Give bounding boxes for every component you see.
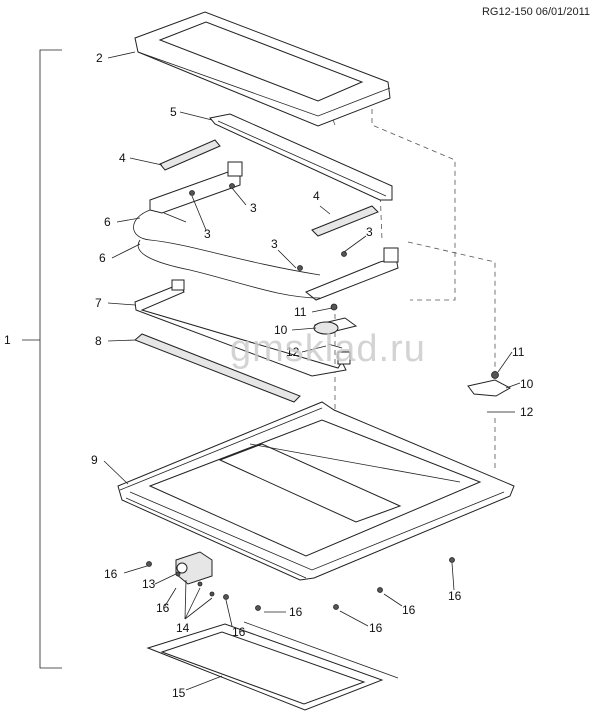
callout-3: 3: [366, 225, 373, 239]
callout-3: 3: [250, 201, 257, 215]
seal-cables: [133, 209, 321, 299]
callout-16: 16: [448, 589, 462, 603]
callout-10: 10: [274, 323, 288, 337]
mechanism-left: [149, 161, 243, 214]
clip-set-center: [313, 303, 358, 349]
callout-11: 11: [512, 345, 525, 359]
diagram-reference: RG12-150 06/01/2011: [481, 6, 590, 18]
callout-6: 6: [104, 215, 111, 229]
callout-16: 16: [289, 605, 303, 619]
callout-15: 15: [172, 686, 186, 700]
mechanism-right: [297, 247, 399, 301]
callout-16: 16: [232, 625, 246, 639]
sunshade-strip: [134, 333, 301, 403]
sunshade-frame: [134, 279, 351, 377]
callout-3: 3: [204, 227, 211, 241]
callout-16: 16: [402, 603, 416, 617]
callout-12: 12: [520, 405, 534, 419]
callout-1: 1: [4, 333, 11, 347]
callout-7: 7: [95, 296, 102, 310]
callout-12: 12: [286, 345, 300, 359]
callout-16: 16: [369, 621, 383, 635]
sunroof-motor: [175, 551, 213, 585]
watermark: gmsklad.ru: [230, 328, 426, 370]
sunroof-frame: [117, 401, 515, 581]
assembly-bracket: [39, 49, 62, 669]
guide-left: [159, 139, 221, 171]
callout-4: 4: [313, 189, 320, 203]
clip-set-right: [467, 371, 512, 413]
callout-13: 13: [142, 577, 156, 591]
callout-10: 10: [520, 377, 534, 391]
callout-14: 14: [176, 621, 190, 635]
callout-labels: 1 2 3 3 3 3 4 4 5 6 6 7 8 9 10 10 11 11 …: [4, 51, 534, 700]
callout-16: 16: [104, 567, 118, 581]
leader-lines: [103, 51, 521, 691]
callout-4: 4: [119, 151, 126, 165]
drain-tray: [146, 621, 399, 711]
glass-panel: [134, 11, 391, 127]
callout-5: 5: [170, 105, 177, 119]
callout-3: 3: [271, 237, 278, 251]
callout-8: 8: [95, 334, 102, 348]
callout-11: 11: [294, 305, 307, 319]
callout-6: 6: [99, 251, 106, 265]
callout-16: 16: [156, 601, 170, 615]
front-rail: [209, 113, 393, 201]
callout-2: 2: [96, 51, 103, 65]
callout-9: 9: [91, 453, 98, 467]
guide-right: [311, 205, 379, 237]
